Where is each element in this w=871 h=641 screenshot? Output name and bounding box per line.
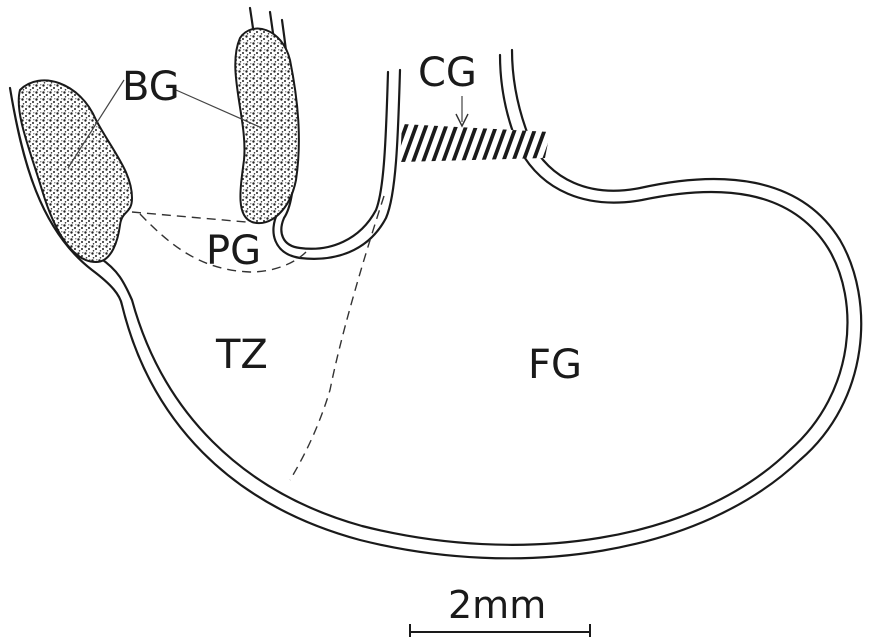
label-fg: FG bbox=[528, 342, 582, 388]
bg-gland-right bbox=[235, 29, 299, 224]
bg-gland-left bbox=[19, 80, 132, 262]
label-cg: CG bbox=[418, 50, 477, 96]
label-pg: PG bbox=[206, 228, 261, 274]
cg-hatched-region bbox=[400, 124, 550, 162]
label-bg: BG bbox=[122, 64, 180, 110]
scale-bar: 2mm bbox=[410, 583, 590, 637]
label-tz: TZ bbox=[215, 332, 268, 378]
scale-bar-label: 2mm bbox=[448, 583, 546, 627]
